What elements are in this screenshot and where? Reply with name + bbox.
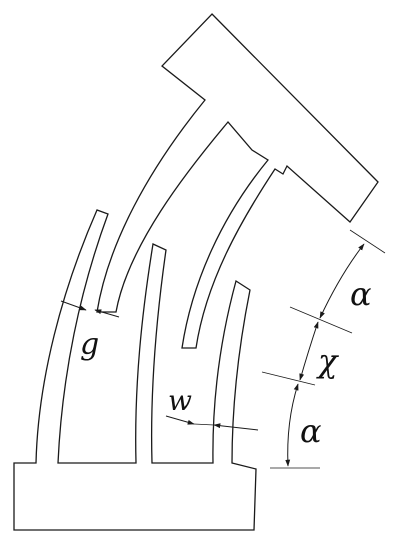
alpha-bottom-arc	[285, 383, 299, 467]
angle-extension-line-1	[349, 229, 386, 254]
angle-extension-line-2	[289, 306, 353, 334]
alpha-top-label: α	[350, 275, 372, 313]
angle-extension-line-3	[261, 371, 316, 386]
top-t-beam	[96, 13, 379, 349]
chi-arc	[299, 321, 319, 381]
width-dimension: w	[165, 384, 259, 431]
chi-label: χ	[316, 342, 339, 380]
angular-dimensions: α χ α	[261, 229, 386, 469]
gap-label-g: g	[80, 327, 99, 362]
alpha-top-arc	[319, 243, 365, 319]
gap-dimension: g	[60, 300, 120, 362]
alpha-bottom-label: α	[300, 412, 322, 450]
bottom-base-plate	[13, 209, 257, 531]
width-label-w: w	[168, 384, 192, 417]
